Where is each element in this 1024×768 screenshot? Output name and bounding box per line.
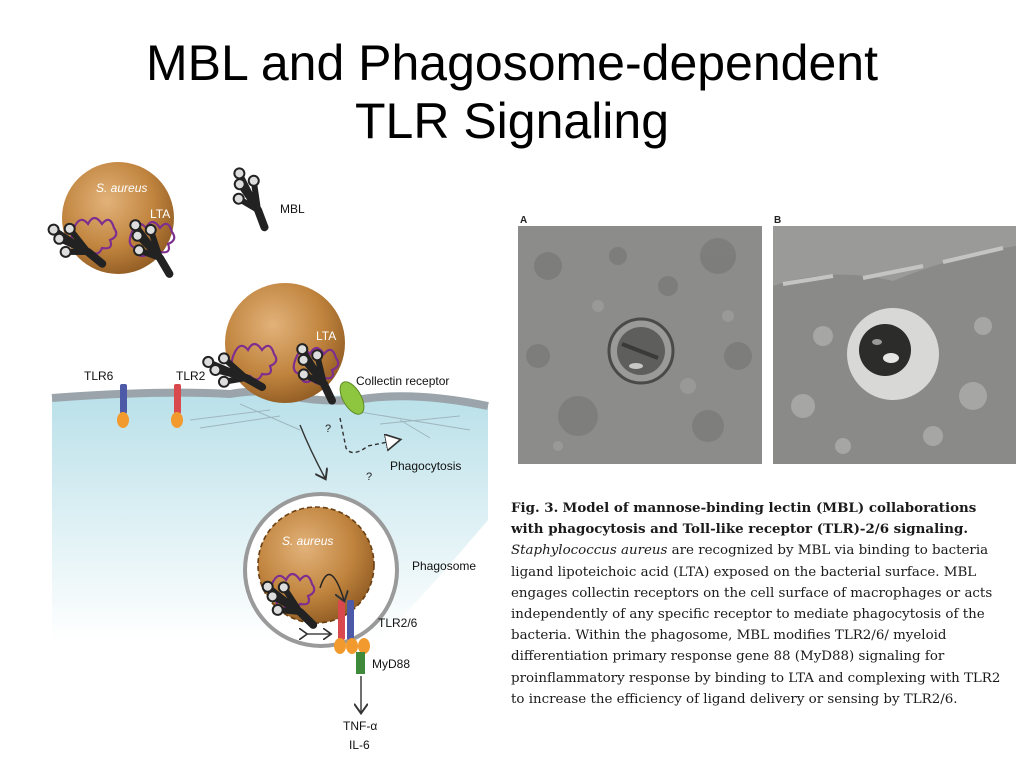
caption-bold-text: Model of mannose-binding lectin (MBL) co…: [511, 500, 977, 538]
cytoskeleton: [189, 403, 471, 439]
label-myd88: MyD88: [372, 657, 410, 671]
label-lta-top: LTA: [150, 207, 170, 221]
label-il6: IL-6: [349, 738, 370, 752]
slide-title: MBL and Phagosome-dependent TLR Signalin…: [0, 34, 1024, 150]
label-s-aureus-phago: S. aureus: [282, 534, 333, 548]
caption-fig-label: Fig. 3.: [511, 500, 559, 516]
figure-caption: Fig. 3. Model of mannose-binding lectin …: [511, 498, 1011, 710]
label-tlr2: TLR2: [176, 369, 206, 383]
phagosome: S. aureus Phagosome: [243, 492, 476, 648]
label-phagosome: Phagosome: [412, 559, 476, 573]
label-phagocytosis: Phagocytosis: [390, 459, 461, 473]
title-line-2: TLR Signaling: [354, 93, 670, 149]
tlr6-receptor: TLR6: [84, 369, 129, 428]
label-tlr26: TLR2/6: [378, 616, 418, 630]
panel-b-label: B: [774, 215, 782, 226]
free-mbl: MBL: [220, 167, 305, 227]
panel-a-label: A: [520, 215, 528, 226]
phagocytosis-arrows: [299, 417, 398, 478]
label-s-aureus-top: S. aureus: [96, 181, 147, 195]
label-question-2: ?: [366, 471, 372, 483]
collectin-receptor: Collectin receptor: [339, 374, 449, 415]
label-collectin-receptor: Collectin receptor: [356, 374, 449, 388]
signaling-cascade: TLR2/6 MyD88 TNF-α IL-6: [334, 616, 418, 752]
micrograph-panel-a: [518, 226, 762, 464]
micrograph-panel-b: [773, 226, 1016, 464]
label-question-1: ?: [325, 423, 331, 435]
caption-body-text: are recognized by MBL via binding to bac…: [511, 543, 1001, 707]
free-bacterium: S. aureus LTA: [48, 162, 178, 274]
mbl-signaling-diagram: S. aureus LTA MBL LTA TLR6 TLR2 Collecti…: [0, 162, 489, 752]
label-lta-mid: LTA: [316, 329, 336, 343]
caption-italic-text: Staphylococcus aureus: [511, 543, 668, 559]
label-tnf-alpha: TNF-α: [343, 719, 377, 733]
tlr2-receptor: TLR2: [171, 369, 206, 428]
label-tlr6: TLR6: [84, 369, 114, 383]
label-mbl: MBL: [280, 202, 305, 216]
title-line-1: MBL and Phagosome-dependent: [145, 35, 878, 91]
engaged-bacterium: LTA: [202, 283, 345, 403]
